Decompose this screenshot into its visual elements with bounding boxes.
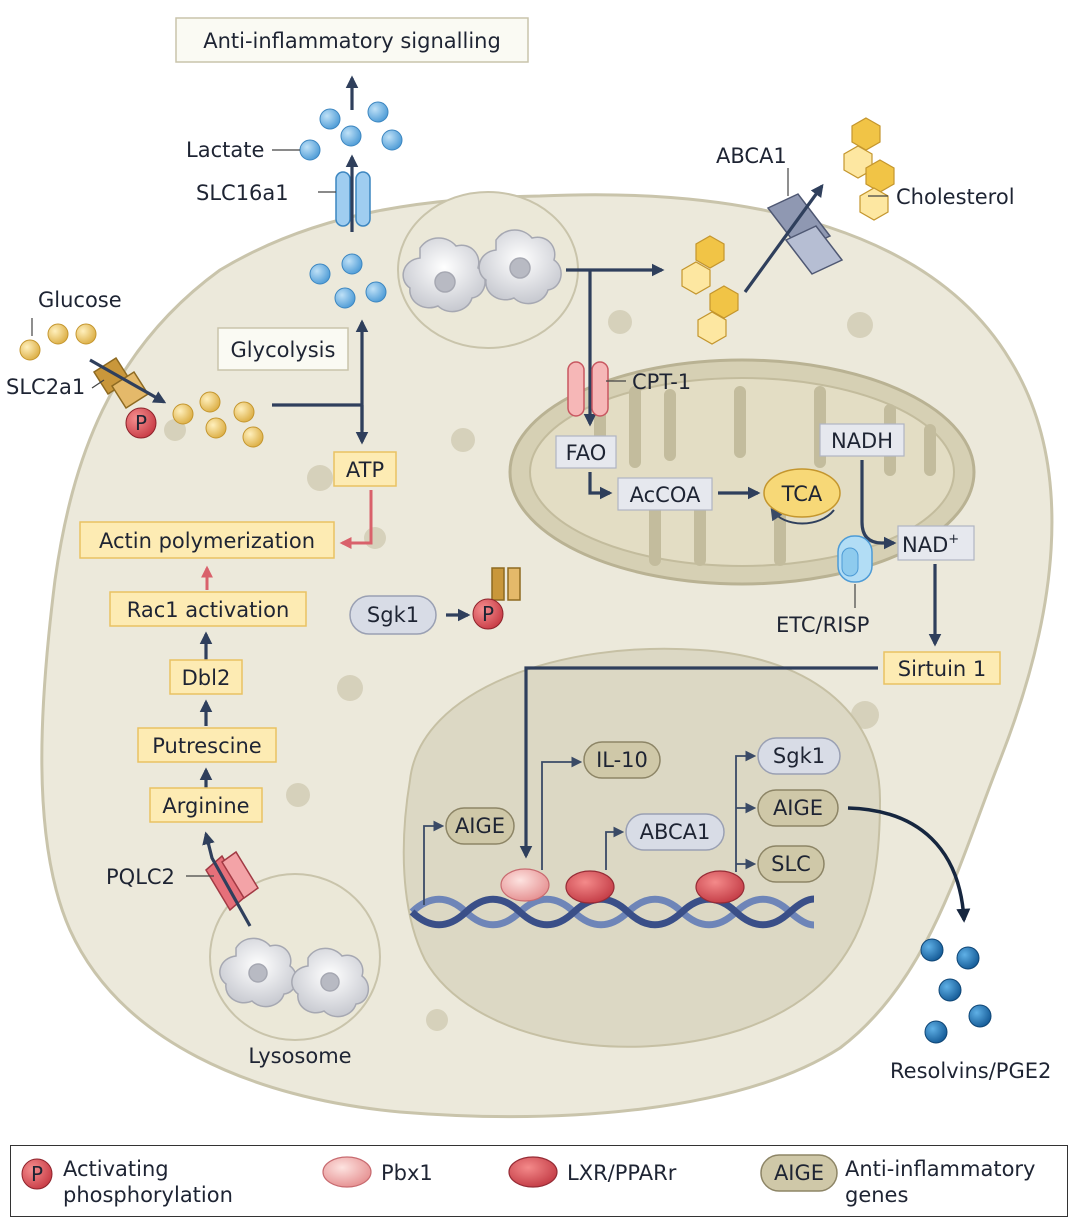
dbl2-label: Dbl2: [182, 666, 231, 690]
aige-left-pill: [445, 807, 515, 845]
sirtuin1-box: [883, 651, 1001, 685]
fao-box: [555, 435, 617, 469]
cpt1-transporter-icon: [567, 361, 609, 417]
anti-inflammatory-signalling-box: [175, 17, 529, 63]
resolvins-label: Resolvins/PGE2: [890, 1059, 1051, 1083]
lysosome-debris: [219, 937, 370, 1018]
slc16a1-label: SLC16a1: [196, 181, 289, 205]
anti-inflammatory-signalling-label: Anti-inflammatory signalling: [203, 29, 501, 53]
phospho-label: P: [135, 411, 147, 435]
glucose-molecules-inside: [172, 391, 264, 448]
cytoplasm-granules: [164, 310, 879, 1031]
cpt1-label: CPT-1: [632, 370, 691, 394]
aige-left-label: AIGE: [455, 814, 505, 838]
tca-cycle: [763, 468, 841, 518]
pbx1-factor: [500, 868, 550, 902]
pqlc2-label: PQLC2: [106, 865, 175, 889]
actin-polymerization-box: [79, 521, 335, 559]
sirtuin1-label: Sirtuin 1: [898, 657, 987, 681]
rac1-activation-label: Rac1 activation: [127, 598, 290, 622]
accoa-label: AcCOA: [630, 483, 701, 507]
legend-lxr-text: LXR/PPARr: [567, 1161, 677, 1185]
glucose-molecules-outside: [19, 323, 97, 361]
il10-pill: [583, 741, 661, 779]
slc2a1-label: SLC2a1: [6, 375, 85, 399]
il10-label: IL-10: [596, 748, 648, 772]
legend-svg: P Activating phosphorylation Pbx1 LXR/PP…: [21, 1154, 1036, 1207]
rac1-activation-box: [109, 591, 307, 627]
abca1-gene-pill: [625, 813, 725, 851]
arginine-box: [149, 787, 263, 823]
legend-phospho-icon: [21, 1158, 53, 1190]
cholesterol-inside-icon: [681, 235, 739, 345]
sgk1-gene-pill: [757, 737, 841, 775]
etc-risp-complex-icon: [837, 535, 873, 583]
sgk1-gene-label: Sgk1: [773, 744, 825, 768]
legend-lxr-icon: [508, 1156, 558, 1188]
abca1-transporter-icon: [766, 193, 844, 275]
lxr-pparr-factor-1: [565, 870, 615, 904]
cholesterol-label: Cholesterol: [896, 185, 1015, 209]
glycolysis-box: [217, 327, 349, 371]
arginine-label: Arginine: [162, 794, 249, 818]
aige-right-pill: [757, 789, 839, 827]
sgk1-phospho-icon: [472, 598, 504, 630]
sgk1-phospho-label: P: [482, 602, 494, 626]
dbl2-box: [169, 659, 243, 695]
sgk1-cyto-pill: [349, 595, 437, 635]
tca-label: TCA: [781, 482, 823, 506]
nadh-label: NADH: [831, 429, 893, 453]
legend-pbx1-text: Pbx1: [381, 1161, 433, 1185]
glucose-label: Glucose: [38, 288, 122, 312]
slc-pill: [757, 845, 825, 883]
slc-label: SLC: [771, 852, 811, 876]
legend: P Activating phosphorylation Pbx1 LXR/PP…: [10, 1145, 1068, 1217]
nadh-box: [819, 423, 905, 457]
abca1-membrane-label: ABCA1: [716, 144, 787, 168]
nad-label: NAD+: [902, 532, 959, 557]
glycolysis-label: Glycolysis: [231, 338, 336, 362]
legend-aige-symbol: AIGE: [774, 1161, 824, 1185]
putrescine-box: [137, 727, 277, 763]
legend-phospho-text-1: Activating: [63, 1157, 169, 1181]
cholesterol-outside-icon: [843, 117, 895, 221]
atp-label: ATP: [346, 458, 384, 482]
lactate-label: Lactate: [186, 138, 264, 162]
legend-aige-text-2: genes: [845, 1183, 908, 1207]
fao-label: FAO: [566, 441, 607, 465]
apoptotic-cell-debris: [402, 229, 562, 313]
actin-polymerization-label: Actin polymerization: [99, 529, 315, 553]
legend-phospho-symbol: P: [31, 1162, 43, 1186]
sgk1-cyto-label: Sgk1: [367, 603, 419, 627]
legend-phospho-text-2: phosphorylation: [63, 1183, 233, 1207]
legend-pbx1-icon: [322, 1156, 372, 1188]
sgk1-target-transporter-icon: [491, 567, 521, 601]
legend-aige-text-1: Anti-inflammatory: [845, 1157, 1036, 1181]
atp-box: [333, 451, 397, 487]
dna-helix: [409, 895, 815, 929]
aige-right-label: AIGE: [773, 796, 823, 820]
abca1-gene-label: ABCA1: [640, 820, 711, 844]
legend-aige-icon: [760, 1154, 838, 1192]
nad-box: [897, 525, 975, 561]
lysosome-label: Lysosome: [248, 1044, 351, 1068]
resolvins-molecules: [920, 938, 992, 1044]
putrescine-label: Putrescine: [152, 734, 261, 758]
lactate-molecules-outside: [299, 101, 403, 161]
lxr-pparr-factor-2: [695, 870, 745, 904]
slc16a1-transporter-icon: [335, 171, 371, 227]
lactate-molecules-inside: [309, 253, 387, 309]
etc-risp-label: ETC/RISP: [776, 613, 869, 637]
accoa-box: [617, 477, 713, 511]
phospho-icon: [125, 407, 157, 439]
